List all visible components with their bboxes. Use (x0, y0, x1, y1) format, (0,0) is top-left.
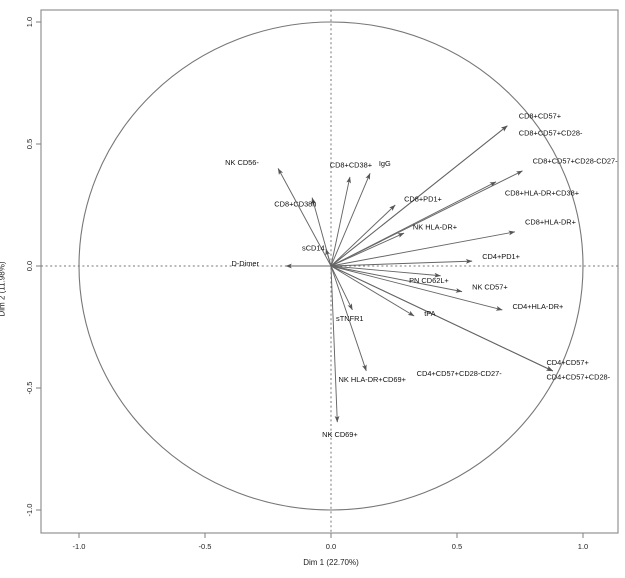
variable-arrow (330, 265, 415, 317)
variable-label: NK HLA-DR+CD69+ (339, 375, 406, 384)
variable-label: CD4+HLA-DR+ (512, 302, 563, 311)
variable-arrow (330, 181, 497, 267)
variable-arrow (330, 230, 516, 267)
variable-arrow (330, 258, 473, 267)
variable-label: CD8+CD38+ (330, 160, 372, 169)
variable-label: NK CD69+ (322, 430, 358, 439)
variable-label: PN CD62L+ (409, 276, 449, 285)
variable-label: CD4+CD57+CD28- (546, 373, 610, 382)
y-tick-label: 0.0 (25, 261, 34, 271)
x-tick-label: 1.0 (578, 542, 588, 551)
variable-label: CD8+CD57+CD28- (519, 129, 583, 138)
variable-arrow (330, 176, 351, 267)
y-tick-label: -0.5 (25, 382, 34, 395)
variable-arrow (277, 168, 332, 267)
variable-label: CD8+HLA-DR+ (525, 218, 576, 227)
variable-label: sCD14 (302, 243, 325, 252)
y-tick-label: 0.5 (25, 139, 34, 149)
variable-arrow (330, 204, 396, 267)
variable-label: CD8+CD57+ (519, 112, 561, 121)
variable-arrow (330, 232, 405, 267)
variable-arrow (330, 265, 503, 311)
x-axis-title: Dim 1 (22.70%) (303, 558, 359, 567)
variable-arrow (330, 265, 353, 311)
x-tick-label: -1.0 (73, 542, 86, 551)
x-tick-label: 0.0 (326, 542, 336, 551)
variable-label: CD4+PD1+ (482, 252, 520, 261)
variable-label: NK HLA-DR+ (413, 223, 457, 232)
variable-arrow (330, 265, 441, 278)
variable-label: CD4+CD57+ (546, 358, 588, 367)
y-axis-title: Dim 2 (11.98%) (0, 261, 7, 317)
x-tick-label: 0.5 (452, 542, 462, 551)
y-tick-label: 1.0 (25, 17, 34, 27)
variable-label: CD8+HLA-DR+CD38+ (505, 188, 579, 197)
variable-arrow (330, 265, 340, 423)
variable-label: CD8+PD1+ (404, 195, 442, 204)
variable-label: NK CD56- (225, 158, 259, 167)
variable-label: CD4+CD57+CD28-CD27- (417, 369, 503, 378)
variable-label: NK CD57+ (472, 282, 508, 291)
variable-label: sTNFR1 (336, 314, 364, 323)
variable-label: tPA (424, 309, 435, 318)
variable-arrow (330, 265, 553, 372)
variable-arrow (330, 265, 367, 372)
x-tick-label: -0.5 (199, 542, 212, 551)
variable-label: IgG (379, 159, 391, 168)
variable-arrow (330, 265, 463, 293)
variable-label: D-Dimer (231, 259, 259, 268)
y-tick-label: -1.0 (25, 504, 34, 517)
variable-arrow (330, 173, 371, 267)
variable-label: CD8+CD38h (274, 199, 316, 208)
variable-label: CD8+CD57+CD28-CD27- (533, 157, 619, 166)
variable-arrow (325, 248, 332, 267)
variable-arrow (330, 125, 508, 267)
